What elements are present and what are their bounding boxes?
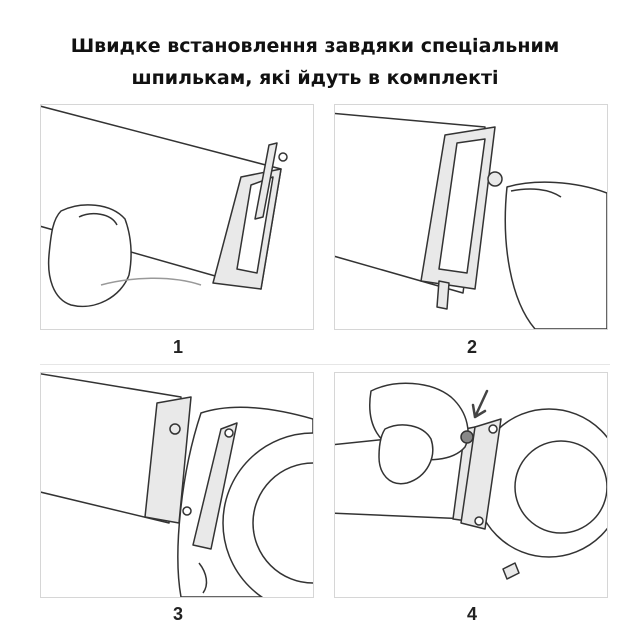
spring-bar-end (436, 280, 450, 310)
strap-body (41, 373, 182, 524)
fingernail (78, 212, 118, 226)
pin-press-point (460, 430, 474, 444)
strap-end-with-pin-drawing (41, 105, 288, 308)
spring-bar-tip (278, 152, 288, 162)
lug-screw-top (488, 424, 498, 434)
press-arrow-icon (471, 389, 489, 419)
end-piece-inner (438, 138, 486, 274)
step-3-illustration (40, 372, 314, 598)
crown (502, 562, 520, 580)
finger-shadow-line (100, 277, 202, 286)
title-line-2: шпилькам, які йдуть в комплекті (131, 67, 499, 89)
lug-screw-bottom (474, 516, 484, 526)
pin-button (487, 171, 503, 187)
pin-button (169, 423, 181, 435)
finger (504, 181, 607, 329)
crown (198, 562, 208, 594)
step-number-2: 2 (466, 337, 477, 357)
step-number-3: 3 (172, 604, 183, 624)
lug (192, 422, 238, 550)
title-line-1: Швидке встановлення завдяки спеціальним (70, 35, 560, 57)
lug-screw-bottom (182, 506, 192, 516)
spring-bar (254, 142, 278, 220)
fingernail (510, 188, 562, 198)
page-title: Швидке встановлення завдяки спеціальним … (0, 30, 630, 94)
step-4-illustration (334, 372, 608, 598)
step-number-4: 4 (466, 604, 477, 624)
step-number-1: 1 (172, 337, 183, 357)
lug (460, 418, 502, 530)
row-separator (40, 364, 610, 365)
fingertip (378, 424, 434, 485)
step-2-illustration (334, 104, 608, 330)
press-pin-into-lug-drawing (335, 382, 607, 580)
lug-screw-top (224, 428, 234, 438)
watch-dial (252, 462, 313, 584)
attach-strap-to-watch-drawing (41, 373, 313, 597)
step-1-illustration (40, 104, 314, 330)
watch-dial (514, 440, 607, 534)
fingertip (47, 204, 132, 308)
pin-insert-drawing (335, 112, 607, 329)
